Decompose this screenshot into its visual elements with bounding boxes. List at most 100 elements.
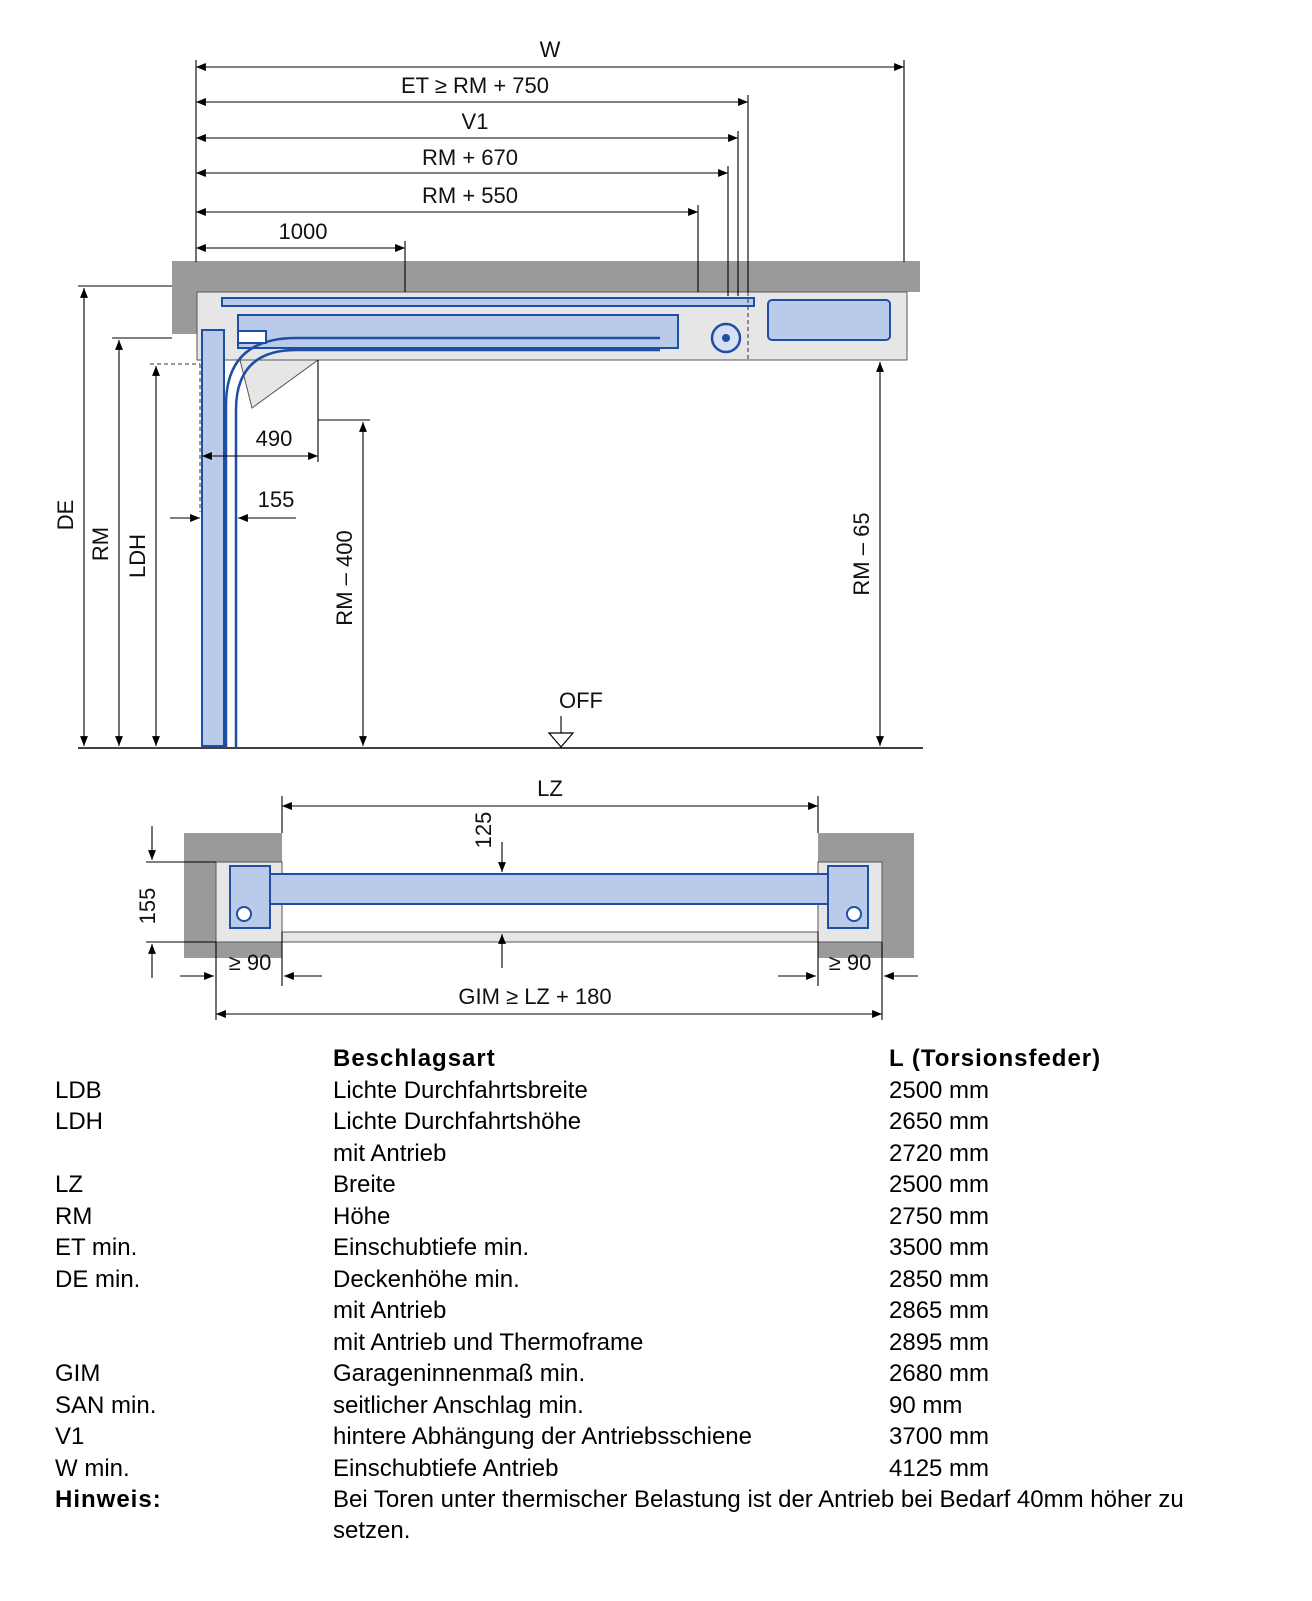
track-curve-inner — [224, 336, 660, 748]
dim-lz-label: LZ — [537, 776, 563, 801]
table-row: SAN min. seitlicher Anschlag min. 90 mm — [55, 1390, 1295, 1422]
technical-drawing: W ET ≥ RM + 750 V1 RM + 670 RM + 550 100… — [53, 37, 923, 1020]
dim-rm400-label: RM – 400 — [332, 530, 357, 625]
ceiling-wall — [172, 261, 920, 292]
dim-san-right-label: ≥ 90 — [829, 950, 872, 975]
row-description: Einschubtiefe min. — [333, 1234, 530, 1261]
table-row: LZ Breite 2500 mm — [55, 1169, 1295, 1201]
roller-right — [846, 906, 862, 922]
door-leaf-horizontal — [237, 314, 679, 349]
row-value: 2850 mm — [889, 1265, 990, 1293]
header-torsionsfeder: L (Torsionsfeder) — [889, 1045, 1102, 1072]
row-value: 3500 mm — [889, 1234, 990, 1261]
row-description: Einschubtiefe Antrieb — [333, 1454, 559, 1482]
off-triangle — [547, 732, 575, 748]
row-value: 2895 mm — [889, 1328, 990, 1356]
note-line-2: setzen. — [333, 1517, 411, 1544]
roller-left — [236, 906, 252, 922]
dim-rm-label: RM — [88, 527, 113, 561]
row-value: 2500 mm — [889, 1076, 990, 1104]
header-beschlagsart: Beschlagsart — [333, 1045, 496, 1072]
row-description: Breite — [333, 1171, 396, 1198]
dim-155b-label: 155 — [135, 888, 160, 925]
dim-1000-label: 1000 — [279, 219, 328, 244]
table-header-row: Beschlagsart L (Torsionsfeder) — [55, 1043, 1295, 1075]
note-line-1: Bei Toren unter thermischer Belastung is… — [333, 1486, 1184, 1513]
row-value: 2865 mm — [889, 1297, 990, 1324]
spec-table: Beschlagsart L (Torsionsfeder) LDB Lichte… — [55, 1043, 1295, 1546]
row-code — [55, 1138, 333, 1170]
row-code: LZ — [55, 1171, 84, 1198]
track-curve — [234, 348, 660, 748]
table-row: mit Antrieb 2720 mm — [55, 1138, 1295, 1170]
row-code: DE min. — [55, 1265, 141, 1293]
side-view: W ET ≥ RM + 750 V1 RM + 670 RM + 550 100… — [53, 37, 923, 749]
top-view: LZ 125 155 ≥ 90 ≥ 90 GIM ≥ LZ + 180 — [135, 776, 918, 1020]
table-row: DE min. Deckenhöhe min. 2850 mm — [55, 1264, 1295, 1296]
row-description: Höhe — [333, 1202, 391, 1230]
pulley-hub — [722, 334, 730, 342]
row-code: ET min. — [55, 1234, 138, 1261]
row-value: 3700 mm — [889, 1423, 990, 1450]
row-description: seitlicher Anschlag min. — [333, 1391, 584, 1419]
table-row: mit Antrieb und Thermoframe 2895 mm — [55, 1327, 1295, 1359]
row-description: Lichte Durchfahrtsbreite — [333, 1076, 588, 1104]
table-row: W min. Einschubtiefe Antrieb 4125 mm — [55, 1453, 1295, 1485]
dim-w-label: W — [540, 37, 561, 62]
lintel-wall — [172, 292, 197, 334]
row-code — [55, 1295, 333, 1327]
dim-rm65-label: RM – 65 — [849, 512, 874, 595]
dim-rm670-label: RM + 670 — [422, 145, 518, 170]
table-row: GIM Garageninnenmaß min. 2680 mm — [55, 1358, 1295, 1390]
row-value: 2720 mm — [889, 1139, 990, 1167]
table-row: ET min. Einschubtiefe min. 3500 mm — [55, 1232, 1295, 1264]
dim-ldh-label: LDH — [125, 534, 150, 578]
dim-155-label: 155 — [258, 487, 295, 512]
row-code — [55, 1327, 333, 1359]
row-value: 90 mm — [889, 1391, 963, 1419]
row-code: SAN min. — [55, 1391, 157, 1419]
row-value: 4125 mm — [889, 1454, 990, 1482]
row-description: Garageninnenmaß min. — [333, 1360, 586, 1387]
row-code: GIM — [55, 1360, 101, 1387]
table-row: RM Höhe 2750 mm — [55, 1201, 1295, 1233]
row-code: RM — [55, 1202, 93, 1230]
door-leaf-top — [267, 873, 831, 905]
dim-de-label: DE — [53, 500, 78, 531]
table-row: LDB Lichte Durchfahrtsbreite 2500 mm — [55, 1075, 1295, 1107]
dim-et-label: ET ≥ RM + 750 — [401, 73, 549, 98]
row-description: mit Antrieb — [333, 1297, 447, 1324]
note-row: Hinweis: Bei Toren unter thermischer Bel… — [55, 1484, 1295, 1546]
dim-v1-label: V1 — [462, 109, 489, 134]
row-code: LDB — [55, 1076, 102, 1104]
dim-san-left-label: ≥ 90 — [229, 950, 272, 975]
row-description: hintere Abhängung der Antriebsschiene — [333, 1423, 752, 1450]
row-value: 2750 mm — [889, 1202, 990, 1230]
curve-zone — [239, 359, 320, 409]
row-code: V1 — [55, 1423, 85, 1450]
row-code: LDH — [55, 1108, 104, 1135]
table-row: V1 hintere Abhängung der Antriebsschiene 3… — [55, 1421, 1295, 1453]
row-value: 2680 mm — [889, 1360, 990, 1387]
dim-rm550-label: RM + 550 — [422, 183, 518, 208]
note-text: Bei Toren unter thermischer Belastung is… — [333, 1484, 1295, 1546]
note-label: Hinweis: — [55, 1486, 162, 1513]
door-leaf-vertical — [201, 329, 225, 747]
motor-unit — [767, 299, 891, 341]
horizontal-track — [221, 297, 755, 307]
row-value: 2650 mm — [889, 1108, 990, 1135]
row-description: Deckenhöhe min. — [333, 1265, 520, 1293]
header-empty — [55, 1043, 333, 1075]
table-row: mit Antrieb 2865 mm — [55, 1295, 1295, 1327]
torsion-spring — [237, 330, 267, 344]
row-description: mit Antrieb und Thermoframe — [333, 1328, 644, 1356]
off-label: OFF — [559, 688, 603, 713]
dim-125-label: 125 — [471, 812, 496, 849]
row-code: W min. — [55, 1454, 130, 1482]
row-description: mit Antrieb — [333, 1139, 447, 1167]
dim-490-label: 490 — [256, 426, 293, 451]
dim-gim-label: GIM ≥ LZ + 180 — [458, 984, 611, 1009]
row-value: 2500 mm — [889, 1171, 990, 1198]
